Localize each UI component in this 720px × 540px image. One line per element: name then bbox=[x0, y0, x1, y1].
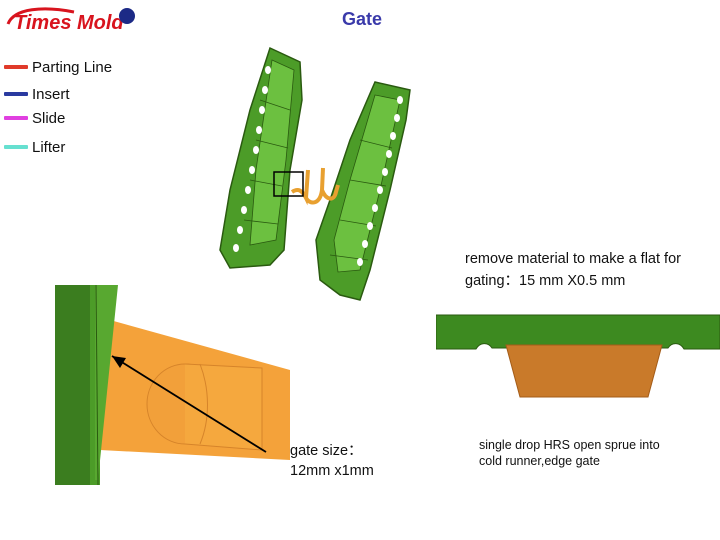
left-part-holes bbox=[233, 66, 271, 252]
legend-label: Insert bbox=[32, 85, 70, 103]
detail-callout-box bbox=[273, 171, 304, 197]
sprue-runner bbox=[290, 167, 340, 206]
legend-label: Lifter bbox=[32, 138, 66, 156]
legend-label: Slide bbox=[32, 109, 66, 127]
legend-item-parting-line: Parting Line bbox=[4, 57, 112, 77]
legend-item-slide: Slide bbox=[4, 108, 65, 128]
logo-text: Times Mold bbox=[14, 12, 124, 34]
gate-size-line-1: gate size： bbox=[290, 443, 363, 459]
sprue-line-1: single drop HRS open sprue into bbox=[479, 438, 660, 452]
left-part bbox=[219, 46, 303, 269]
legend-item-insert: Insert bbox=[4, 84, 70, 104]
parting-line-swatch bbox=[4, 65, 28, 69]
slide-title: Gate bbox=[341, 9, 383, 29]
gate-pointer-arrowhead bbox=[112, 356, 126, 368]
logo-dot bbox=[119, 8, 135, 24]
gate-pointer-line bbox=[111, 355, 267, 453]
insert-swatch bbox=[4, 92, 28, 96]
legend-item-lifter: Lifter bbox=[4, 137, 65, 157]
flat-gating-note: remove material to make a flat for gatin… bbox=[465, 248, 720, 292]
runner-cylinder bbox=[184, 363, 263, 451]
gate-detail-view bbox=[55, 284, 290, 486]
flat-gating-line-1: remove material to make a flat for bbox=[465, 251, 681, 267]
mold-parts-overview bbox=[219, 46, 411, 301]
slide-swatch bbox=[4, 116, 28, 120]
right-part bbox=[315, 81, 411, 301]
gate-size-note: gate size： 12mm x1mm bbox=[290, 441, 374, 481]
right-part-holes bbox=[357, 96, 403, 266]
times-mold-logo: Times Mold bbox=[4, 2, 139, 38]
part-wall bbox=[55, 285, 95, 485]
part-section-green bbox=[436, 314, 720, 350]
legend-label: Parting Line bbox=[32, 58, 113, 76]
gate-size-line-2: 12mm x1mm bbox=[290, 463, 374, 479]
sprue-note: single drop HRS open sprue into cold run… bbox=[479, 437, 714, 469]
gate-cross-section bbox=[436, 314, 720, 398]
flat-gating-line-2: gating：15 mm X0.5 mm bbox=[465, 273, 626, 289]
lifter-swatch bbox=[4, 145, 28, 149]
sprue-line-2: cold runner,edge gate bbox=[479, 454, 600, 468]
gate-section-orange bbox=[505, 344, 663, 398]
